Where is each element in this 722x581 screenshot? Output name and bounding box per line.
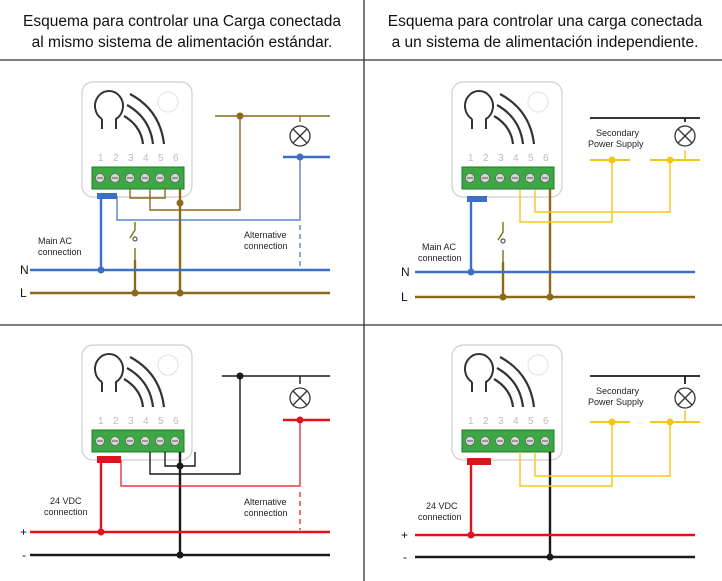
header-right-line1: Esquema para controlar una carga conecta… bbox=[388, 13, 703, 30]
secondary-label-line2: Power Supply bbox=[588, 139, 644, 149]
panel-dc-same-supply: 24 VDC connection Alternative connection… bbox=[20, 343, 330, 562]
bus-label-plus: + bbox=[401, 528, 408, 542]
secondary-label-line1: Secondary bbox=[596, 128, 640, 138]
panel-dc-independent-supply: Secondary Power Supply 24 VDC connection… bbox=[401, 343, 700, 564]
alternative-label-line2: connection bbox=[244, 241, 288, 251]
vdc-label-line1: 24 VDC bbox=[50, 496, 82, 506]
alternative-label-line2: connection bbox=[244, 508, 288, 518]
vdc-label-line1: 24 VDC bbox=[426, 501, 458, 511]
header-right-line2: a un sistema de alimentación independien… bbox=[392, 34, 699, 51]
secondary-label-line2: Power Supply bbox=[588, 397, 644, 407]
vdc-label-line2: connection bbox=[44, 507, 88, 517]
bus-label-l: L bbox=[401, 290, 408, 304]
main-ac-label-line2: connection bbox=[38, 247, 82, 257]
vdc-label-line2: connection bbox=[418, 512, 462, 522]
alternative-label-line1: Alternative bbox=[244, 497, 287, 507]
panel-ac-same-supply: Main AC connection Alternative connectio… bbox=[20, 80, 330, 300]
panel-ac-independent-supply: Secondary Power Supply Main AC connectio… bbox=[401, 80, 700, 304]
bus-label-n: N bbox=[20, 263, 29, 277]
bus-label-n: N bbox=[401, 265, 410, 279]
header-left-line2: al mismo sistema de alimentación estánda… bbox=[32, 34, 333, 51]
alternative-label-line1: Alternative bbox=[244, 230, 287, 240]
bus-label-plus: + bbox=[20, 525, 27, 539]
main-ac-label-line2: connection bbox=[418, 253, 462, 263]
bus-label-l: L bbox=[20, 286, 27, 300]
secondary-label-line1: Secondary bbox=[596, 386, 640, 396]
header-left-line1: Esquema para controlar una Carga conecta… bbox=[23, 13, 341, 30]
main-ac-label-line1: Main AC bbox=[422, 242, 457, 252]
bus-label-minus: - bbox=[22, 548, 26, 562]
main-ac-label-line1: Main AC bbox=[38, 236, 73, 246]
bus-label-minus: - bbox=[403, 550, 407, 564]
